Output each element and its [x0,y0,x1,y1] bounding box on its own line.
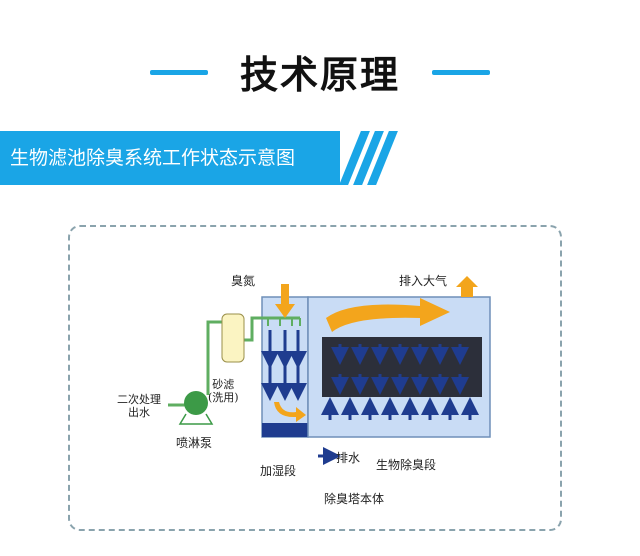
deodor-tower-label: 除臭塔本体 [324,492,385,506]
humidify-section-label: 加湿段 [260,464,297,478]
odor-inlet-label: 臭氮 [231,274,256,288]
title-decor-left [150,70,208,75]
spray-pump-icon [184,391,208,415]
humidify-water-arrows [261,330,307,401]
spray-pipe [206,316,300,395]
sand-filter-tank [221,313,245,363]
drain-label: 排水 [336,451,361,465]
spray-pump-label: 喷淋泵 [176,436,213,450]
humidify-water-layer [262,423,308,437]
diagram-frame [68,225,562,531]
media-down-arrows [331,344,469,395]
exhaust-label: 排入大气 [399,274,448,288]
spray-nozzles [267,318,301,326]
sand-filter-label: 砂滤(洗用) [208,378,239,404]
pump-base [178,413,214,425]
odor-inlet-arrow [275,284,295,318]
bio-section-label: 生物除臭段 [376,458,437,472]
section-title-bar: 技术原理 [0,38,640,102]
bio-media-layer [322,337,482,397]
exhaust-arrow [456,276,478,297]
title-decor-right [432,70,490,75]
diagram-banner: 生物滤池除臭系统工作状态示意图 [0,131,340,185]
up-air-arrows [321,397,479,420]
page-title: 技术原理 [239,53,400,97]
secondary-effluent-label: 二次处理出水 [117,393,161,419]
bottom-air-arrow [274,402,306,422]
air-flow-arrow [326,298,450,332]
